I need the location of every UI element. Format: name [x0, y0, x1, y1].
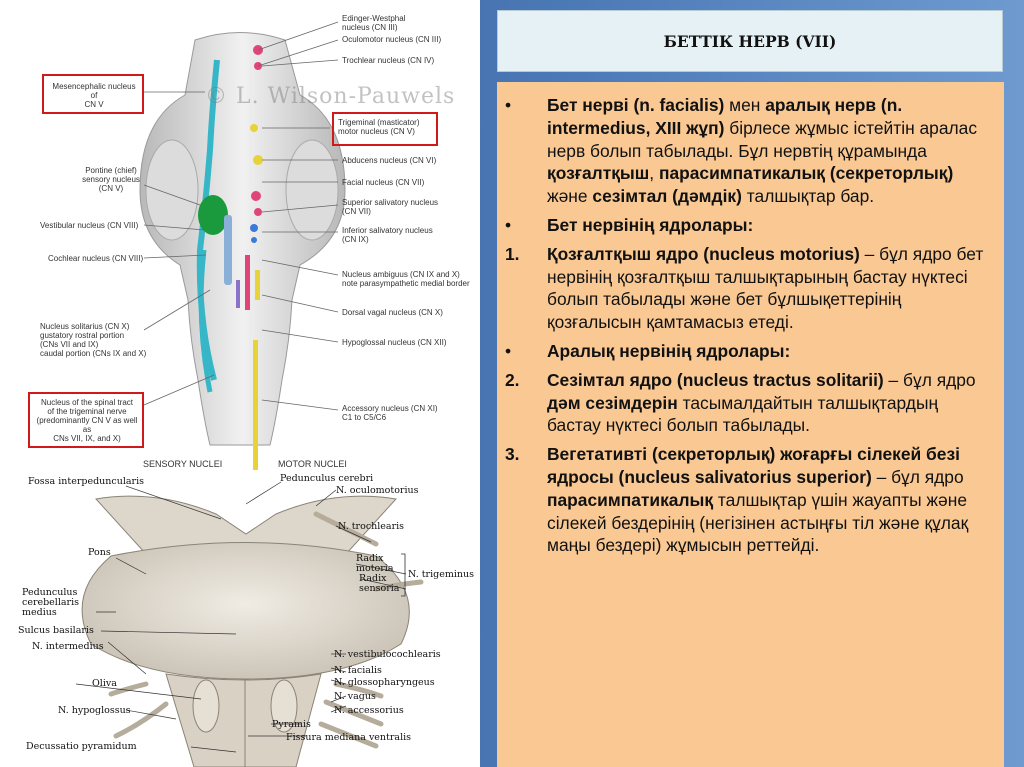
brainstem-ventral-anatomy-figure: Fossa interpeduncularis Pedunculus cereb… — [16, 474, 480, 767]
number-marker: 2. — [505, 369, 520, 390]
label-n-intermedius: N. intermedius — [32, 641, 104, 652]
label-nucleus-solitarius: Nucleus solitarius (CN X) gustatory rost… — [40, 322, 147, 358]
label-trigeminal-motor-nucleus: Trigeminal (masticator) motor nucleus (C… — [338, 118, 420, 136]
label-n-oculomotorius: N. oculomotorius — [336, 485, 419, 496]
text: және — [547, 186, 593, 207]
label-sulcus-basilaris: Sulcus basilaris — [18, 625, 94, 636]
bullet-marker: • — [505, 340, 512, 361]
list-item-sensory-nucleus: 2. Сезімтал ядро (nucleus tractus solita… — [503, 369, 994, 437]
label-oculomotor-nucleus: Oculomotor nucleus (CN III) — [342, 35, 442, 44]
text-bold: Вегетативті (секреторлық) жоғарғы сілеке… — [547, 444, 960, 487]
text: тасымалдайтын талшықтардың бастау нүктес… — [547, 392, 939, 436]
list-item-intermediate-nuclei-heading: • Аралық нервінің ядролары: — [503, 340, 994, 363]
text-bold: парасимпатикалық (секреторлық) — [658, 163, 954, 184]
list-item-facial-nuclei-heading: • Бет нервінің ядролары: — [503, 214, 994, 237]
label-n-trochlearis: N. trochlearis — [338, 521, 405, 532]
text: – бұл ядро — [871, 466, 964, 487]
label-abducens-nucleus: Abducens nucleus (CN VI) — [342, 156, 437, 165]
paragraph-intro: Бет нерві (n. facialis) мен аралық нерв … — [547, 94, 994, 208]
watermark-text: © L. Wilson-Pauwels — [205, 84, 456, 109]
label-oliva: Oliva — [92, 678, 117, 689]
footer-motor-nuclei: MOTOR NUCLEI — [278, 459, 347, 469]
label-facial-nucleus: Facial nucleus (CN VII) — [342, 178, 425, 187]
text-bold: Бет нерві (n. facialis) — [547, 95, 725, 115]
label-pyramis: Pyramis — [272, 719, 311, 730]
label-vestibular-nucleus: Vestibular nucleus (CN VIII) — [40, 221, 139, 230]
label-pedunculus-cerebellaris-medius: Pedunculus cerebellaris medius — [22, 587, 80, 618]
text: , — [649, 163, 659, 184]
bullet-marker: • — [505, 95, 512, 115]
label-dorsal-vagal-nucleus: Dorsal vagal nucleus (CN X) — [342, 308, 443, 317]
list-item-motor-nucleus: 1. Қозғалтқыш ядро (nucleus motorius) – … — [503, 243, 994, 334]
label-n-vagus: N. vagus — [334, 691, 376, 702]
text-bold: сезімтал (дәмдік) — [592, 186, 742, 207]
text-bold: Бет нервінің ядролары: — [547, 214, 754, 235]
brainstem-nuclei-figure: © L. Wilson-Pauwels Edinger-Westphal nuc… — [0, 0, 478, 475]
label-n-glossopharyngeus: N. glossopharyngeus — [334, 677, 435, 688]
paragraph-motor-nucleus: Қозғалтқыш ядро (nucleus motorius) – бұл… — [547, 243, 994, 334]
slide-title-box: БЕТТІК НЕРВ (VII) — [497, 10, 1003, 72]
label-trochlear-nucleus: Trochlear nucleus (CN IV) — [342, 56, 435, 65]
label-radix-sensoria: Radix sensoria — [359, 573, 400, 594]
label-fissura-mediana-ventralis: Fissura mediana ventralis — [286, 732, 412, 743]
label-hypoglossal-nucleus: Hypoglossal nucleus (CN XII) — [342, 338, 447, 347]
text: – бұл ядро бет нервінің қозғалтқыш талшы… — [547, 243, 984, 333]
content-text-box: • Бет нерві (n. facialis) мен аралық нер… — [497, 82, 1004, 767]
label-radix-motoria: Radix motoria — [356, 553, 394, 574]
text: мен — [724, 95, 766, 115]
label-n-vestibulocochlearis: N. vestibulocochlearis — [334, 649, 441, 660]
number-marker: 3. — [505, 444, 520, 465]
highlight-box-trigeminal — [332, 112, 438, 146]
list-item-intro: • Бет нерві (n. facialis) мен аралық нер… — [503, 94, 994, 208]
highlight-box-spinal-tract — [28, 392, 144, 448]
heading-facial-nuclei: Бет нервінің ядролары: — [547, 214, 994, 237]
ventral-brainstem-illustration — [75, 481, 424, 767]
highlight-box-mesencephalic — [42, 74, 144, 114]
label-n-trigeminus: N. trigeminus — [408, 569, 475, 580]
number-marker: 1. — [505, 243, 520, 264]
text: талшықтар үшін жауапты және сілекей безд… — [547, 489, 969, 556]
text-bold: Аралық нервінің ядролары: — [547, 340, 791, 361]
text: – бұл ядро — [883, 369, 976, 390]
label-fossa-interpeduncularis: Fossa interpeduncularis — [28, 476, 144, 487]
text: талшықтар бар. — [741, 186, 875, 207]
text-bold: Сезімтал ядро (nucleus tractus solitarii… — [547, 369, 884, 390]
bullet-marker: • — [505, 214, 512, 235]
label-spinal-tract-nucleus: Nucleus of the spinal tract of the trige… — [36, 398, 138, 443]
label-accessory-nucleus: Accessory nucleus (CN XI) C1 to C5/C6 — [342, 404, 438, 422]
label-superior-salivatory-nucleus: Superior salivatory nucleus (CN VII) — [342, 198, 439, 216]
label-n-facialis: N. facialis — [334, 665, 382, 676]
text-bold: дәм сезімдерін — [547, 392, 678, 413]
text-bold: аралық нерв (n. intermedius, XIII жұп) — [547, 95, 903, 138]
label-pedunculus-cerebri: Pedunculus cerebri — [280, 473, 374, 484]
footer-sensory-nuclei: SENSORY NUCLEI — [143, 459, 223, 469]
paragraph-salivatory-nucleus: Вегетативті (секреторлық) жоғарғы сілеке… — [547, 443, 994, 557]
text-bold: Қозғалтқыш ядро (nucleus motorius) — [547, 243, 860, 264]
text-bold: қозғалтқыш — [547, 163, 650, 184]
label-inferior-salivatory-nucleus: Inferior salivatory nucleus (CN IX) — [342, 226, 433, 244]
list-item-salivatory-nucleus: 3. Вегетативті (секреторлық) жоғарғы сіл… — [503, 443, 994, 557]
heading-intermediate-nuclei: Аралық нервінің ядролары: — [547, 340, 994, 363]
label-n-accessorius: N. accessorius — [334, 705, 404, 716]
text-bold: парасимпатикалық — [547, 489, 714, 510]
slide-title: БЕТТІК НЕРВ (VII) — [663, 31, 837, 51]
label-decussatio-pyramidum: Decussatio pyramidum — [26, 741, 137, 752]
label-cochlear-nucleus: Cochlear nucleus (CN VIII) — [48, 254, 144, 263]
label-mesencephalic-nucleus: Mesencephalic nucleus of CN V — [52, 82, 136, 109]
label-pons: Pons — [88, 547, 111, 558]
paragraph-sensory-nucleus: Сезімтал ядро (nucleus tractus solitarii… — [547, 369, 994, 437]
text: бірлесе жұмыс істейтін аралас нерв болып… — [547, 117, 978, 161]
label-pontine-sensory-nucleus: Pontine (chief) sensory nucleus (CN V) — [82, 166, 140, 193]
label-n-hypoglossus: N. hypoglossus — [58, 705, 131, 716]
brainstem-illustration — [139, 21, 346, 470]
label-nucleus-ambiguus: Nucleus ambiguus (CN IX and X) note para… — [342, 270, 470, 288]
label-edinger-westphal: Edinger-Westphal nucleus (CN III) — [342, 14, 406, 32]
